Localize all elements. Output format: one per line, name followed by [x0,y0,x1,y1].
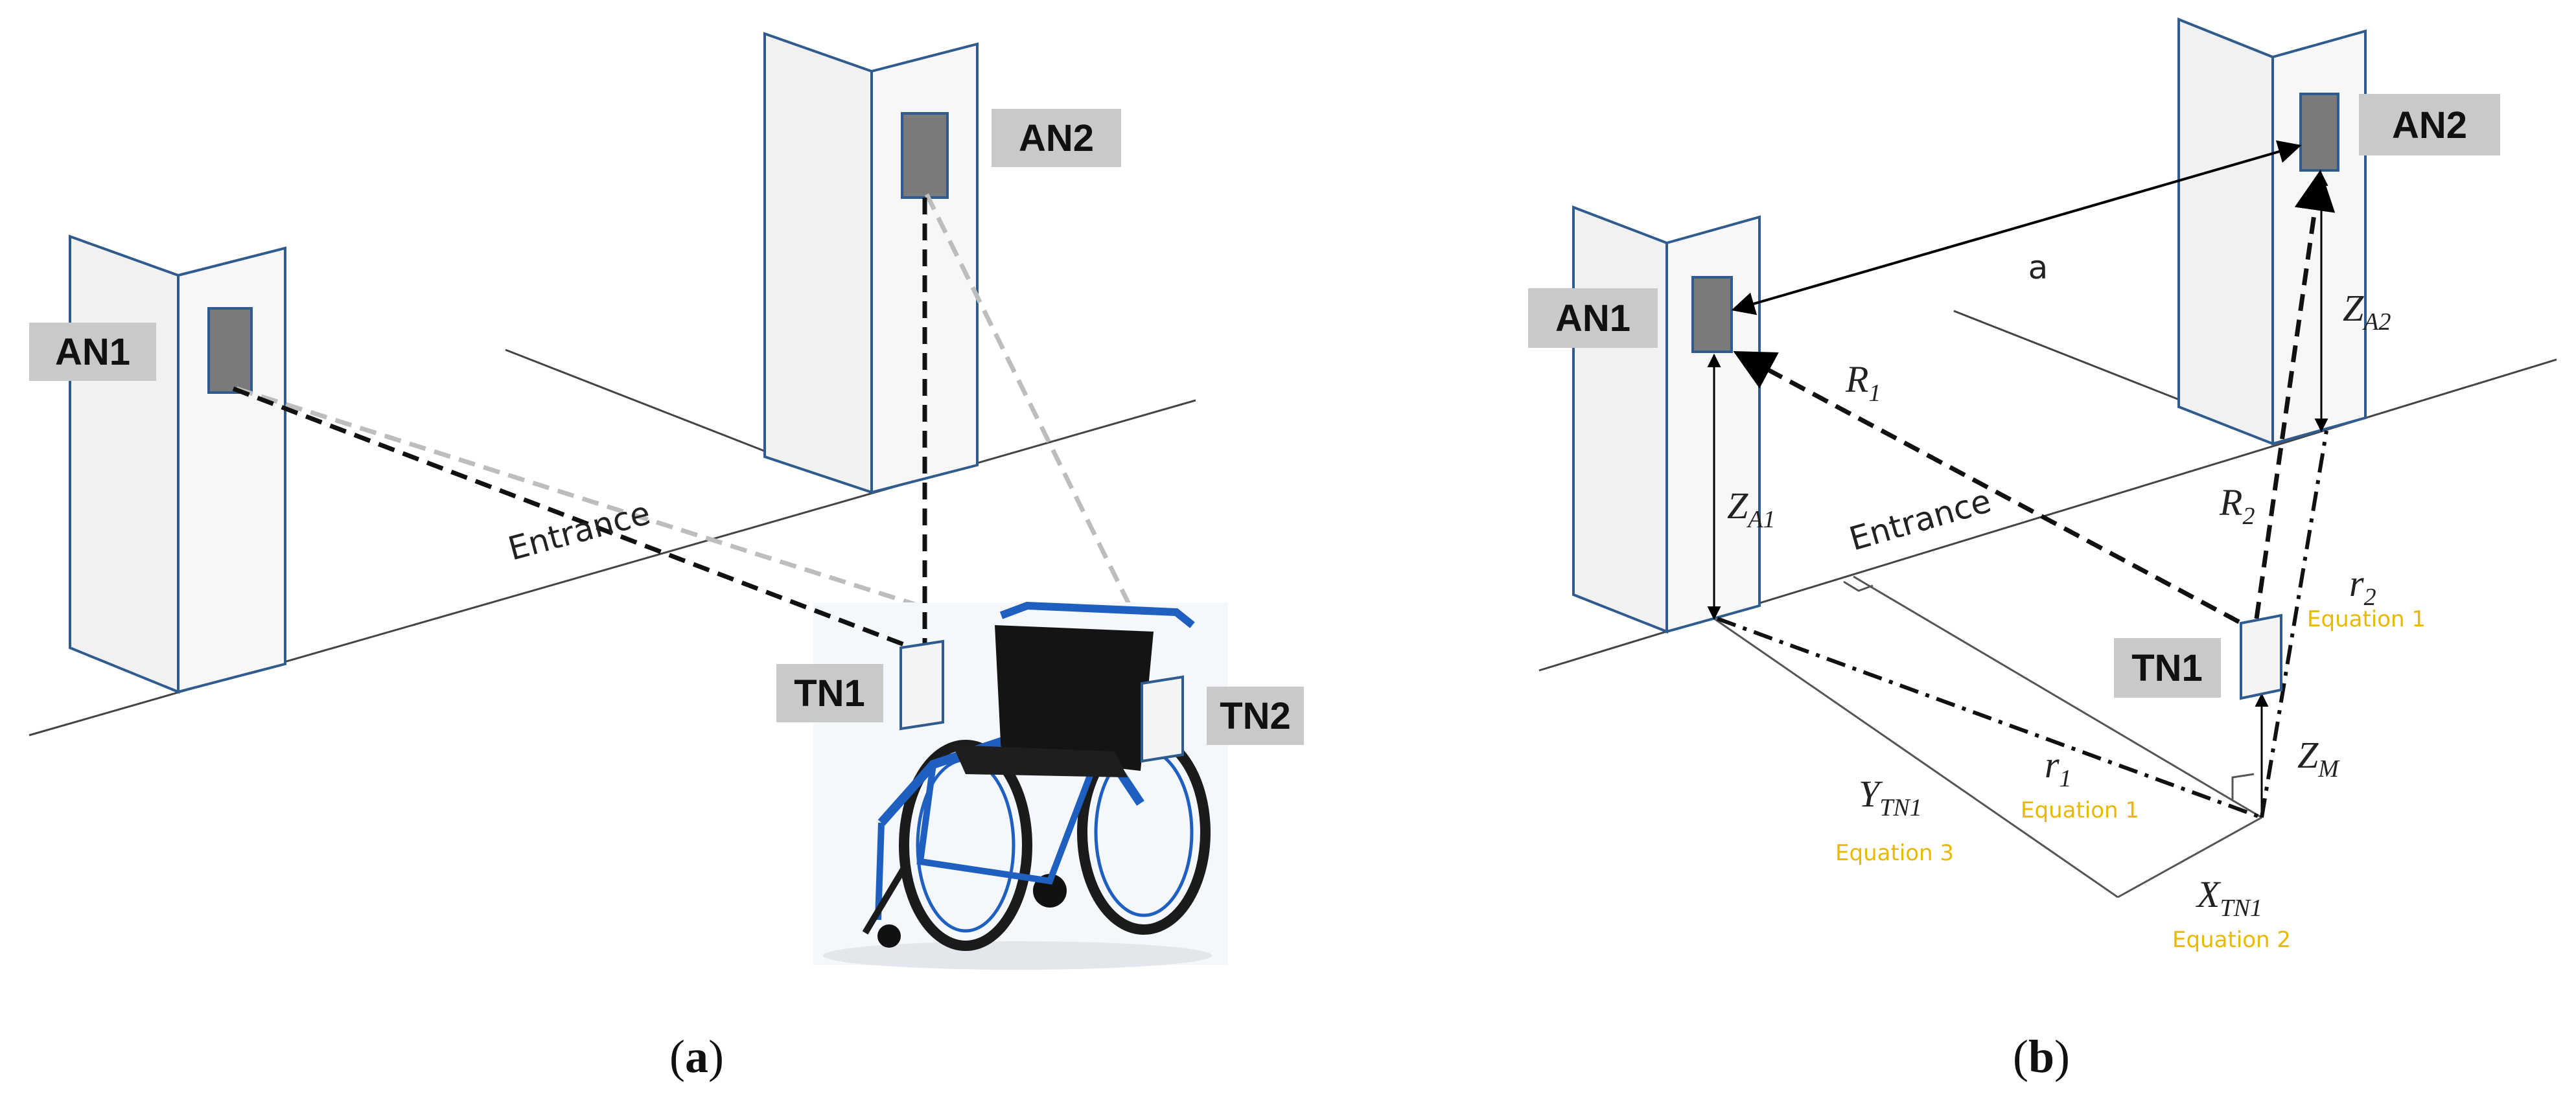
panel-b: AN1 AN2 TN1 Entrance a R1 R2 ZA1 ZA2 r2 … [1528,17,2557,1082]
label-an1: AN1 [55,331,130,373]
math-ytn1: YTN1 [1859,773,1922,821]
wheelchair-illustration [813,601,1228,970]
label-box-tn1-b [2114,638,2221,698]
eq-r2: Equation 1 [2307,606,2426,632]
math-zm: ZM [2297,734,2340,783]
distance-a-label: a [2028,249,2048,286]
anchor-an2 [901,112,949,199]
math-r1-upper: R1 [1845,358,1881,407]
pillar-an2 [763,32,979,494]
ray-r1-ground [1716,617,2263,819]
math-r2-upper: R2 [2219,481,2255,530]
panel-a: AN1 AN2 TN1 TN2 Entrance (a) [29,32,1304,1082]
ray-an1-tn2 [235,386,1155,683]
pillar-an1-b [1572,205,1761,634]
right-angle-tag [2231,773,2255,801]
label-an2-b: AN2 [2392,104,2467,146]
math-r1-lower: r1 [2045,744,2072,792]
math-xtn1: XTN1 [2196,873,2262,922]
entrance-label: Entrance [504,494,654,568]
label-box-an1-b [1528,288,1658,348]
ground-perp-line [1853,575,2262,819]
label-box-an1 [29,323,156,381]
anchor-an2-b [2299,93,2339,172]
ray-an1-tn1 [232,386,905,647]
ground-y-line [1713,617,2118,898]
ray-r2-ground [2260,430,2328,818]
label-tn2: TN2 [1220,695,1291,737]
eq-r1: Equation 1 [2021,797,2139,823]
pillar-an2-b [2177,17,2367,446]
math-r2-lower: r2 [2349,562,2376,611]
ray-r1 [1733,350,2240,624]
label-an2: AN2 [1019,117,1094,159]
label-box-an2-b [2359,94,2500,155]
math-za1: ZA1 [1727,485,1775,533]
label-box-tn2 [1207,687,1304,745]
entrance-label-b: Entrance [1845,482,1995,558]
rear-wheel-left [899,740,1032,951]
arrow-distance-a [1731,140,2302,315]
ground-x-line [2117,816,2262,898]
pillar-an1 [69,234,286,694]
panel-caption-a: (a) [669,1031,724,1082]
ray-an2-tn2 [924,193,1169,681]
panel-caption-b: (b) [2013,1031,2070,1082]
label-tn1: TN1 [794,672,865,715]
tag-tn1 [899,639,944,731]
wheelchair-backrest [995,625,1154,771]
label-box-an2 [992,109,1121,167]
eq-y: Equation 3 [1835,840,1954,866]
anchor-an1 [207,307,253,394]
tag-tn2 [1141,675,1184,763]
label-an1-b: AN1 [1555,297,1630,339]
eq-x: Equation 2 [2172,927,2291,953]
ray-r2 [2254,169,2336,619]
label-box-tn1 [776,664,883,722]
tag-tn1-b [2240,613,2282,700]
right-angle-floor [1843,580,1874,592]
label-tn1-b: TN1 [2131,647,2203,689]
anchor-an1-b [1691,276,1733,353]
math-za2: ZA2 [2343,287,2391,336]
